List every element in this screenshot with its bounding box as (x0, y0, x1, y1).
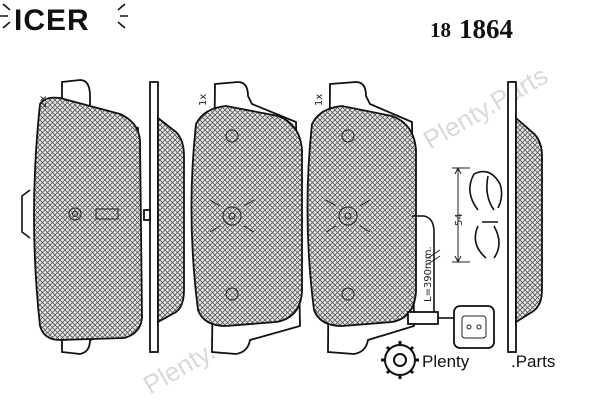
anti-rattle-spring: 54 (452, 166, 503, 264)
plentyparts-watermark: Plenty .Parts (381, 341, 555, 379)
quantity-label-left: 2x (38, 96, 49, 108)
friction-material (190, 105, 303, 327)
center-hole-inner (72, 211, 78, 217)
brake-pad-right: 1x (306, 81, 417, 355)
quantity-label-middle: 1x (198, 94, 209, 106)
sensor-connector (453, 305, 495, 349)
rivet-top (225, 129, 239, 143)
center-hole (222, 206, 242, 226)
connector-socket (461, 315, 487, 339)
wire-length-label: L=390mm. (423, 246, 434, 302)
center-hole-inner (344, 212, 352, 220)
spring-height-label: 54 (454, 213, 465, 226)
rivet-bottom (341, 287, 355, 301)
center-hole (338, 206, 358, 226)
sensor-slot (95, 208, 119, 220)
spring-top (469, 170, 503, 211)
brand-logo: ICER (0, 3, 128, 37)
wire-break-mark (427, 249, 441, 265)
part-number-prefix: 18 (430, 18, 451, 42)
center-hole (68, 207, 82, 221)
slot-marks (325, 199, 371, 233)
friction-material (33, 96, 143, 341)
watermark-suffix: .Parts (511, 352, 555, 371)
quantity-label-right: 1x (314, 94, 325, 106)
rivet-bottom (225, 287, 239, 301)
side-friction (157, 116, 185, 324)
sensor-wire (412, 215, 435, 320)
spring-bottom (474, 221, 500, 259)
side-friction (515, 116, 543, 324)
connector-pin (466, 324, 472, 330)
sensor-clip (407, 311, 439, 325)
dimension-line (452, 166, 470, 264)
pad-side-view-right (507, 81, 543, 353)
part-number: 1864 (459, 14, 513, 44)
connector-pin (476, 324, 482, 330)
slot-marks (209, 199, 255, 233)
center-hole-inner (228, 212, 236, 220)
friction-material (306, 105, 417, 327)
wear-sensor: L=390mm. (407, 215, 495, 349)
watermark-brand: Plenty (422, 352, 470, 371)
pad-side-view-left (143, 81, 185, 353)
brake-pad-middle: 1x (190, 81, 303, 355)
rivet-top (341, 129, 355, 143)
side-backing (507, 81, 517, 353)
side-backing (149, 81, 159, 353)
brand-name: ICER (14, 4, 90, 37)
brake-pad-left: 2x (21, 79, 143, 355)
wear-tab (21, 189, 31, 239)
side-pin (143, 209, 151, 221)
